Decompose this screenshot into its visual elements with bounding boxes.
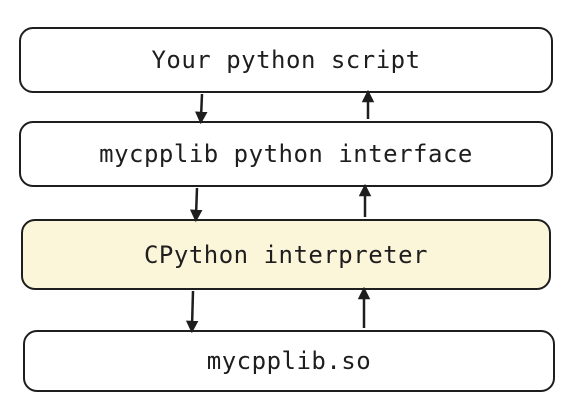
layer-box-interpreter: CPython interpreter xyxy=(21,219,551,290)
layer-box-so: mycpplib.so xyxy=(23,330,555,392)
arrow-down-script-to-interface xyxy=(195,93,208,125)
layer-label-interpreter: CPython interpreter xyxy=(143,240,429,269)
layer-box-interface: mycpplib python interface xyxy=(19,121,553,187)
layer-label-so: mycpplib.so xyxy=(206,347,372,375)
layer-box-script: Your python script xyxy=(19,27,553,93)
layer-label-script: Your python script xyxy=(151,46,421,74)
arrow-down-interface-to-interpreter xyxy=(189,187,203,223)
arrow-down-interpreter-to-so xyxy=(185,290,199,334)
layer-label-interface: mycpplib python interface xyxy=(99,140,473,168)
